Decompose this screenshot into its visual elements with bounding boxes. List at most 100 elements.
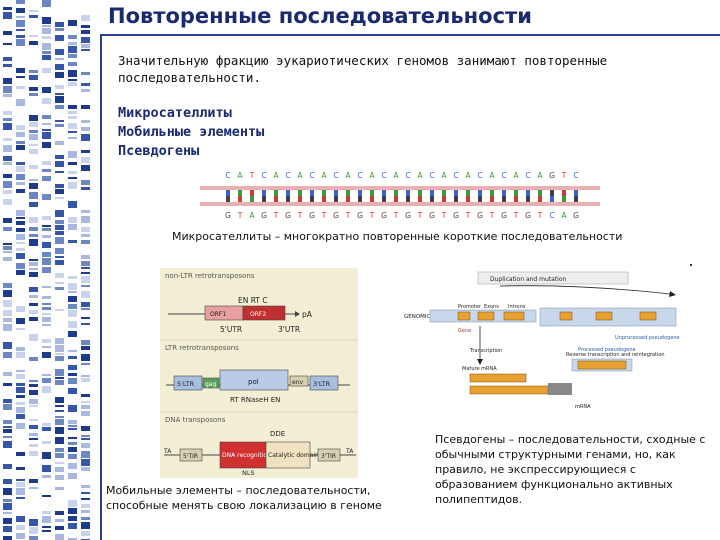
barcode-band: [68, 447, 77, 452]
seq-base-bar: [346, 190, 350, 196]
barcode-band: [42, 129, 51, 131]
barcode-band: [16, 374, 25, 379]
barcode-band: [29, 234, 38, 237]
barcode-band: [55, 225, 64, 230]
barcode-band: [68, 388, 77, 394]
section-label-dna: DNA transposons: [165, 416, 226, 424]
seq-bottom-letter: A: [561, 211, 567, 220]
gene-exon-3: [503, 311, 525, 321]
seq-base-bar: [370, 196, 374, 202]
barcode-band: [55, 437, 64, 444]
seq-base-bar: [310, 190, 314, 196]
barcode-band: [3, 7, 12, 10]
barcode-band: [81, 49, 90, 51]
seq-top-letter: C: [573, 171, 578, 180]
ltr-gag-label: gag: [205, 381, 216, 388]
barcode-band: [81, 127, 90, 131]
unprocessed-exon-1: [559, 311, 573, 321]
nonltr-orf2-label: ORF2: [250, 311, 266, 318]
barcode-band: [55, 171, 64, 173]
barcode-band: [81, 302, 90, 307]
barcode-band: [16, 352, 25, 358]
barcode-band: [81, 261, 90, 266]
barcode-band: [81, 459, 90, 466]
barcode-band: [68, 82, 77, 86]
barcode-band: [42, 516, 51, 523]
barcode-band: [81, 120, 90, 123]
barcode-band: [42, 228, 51, 231]
barcode-band: [16, 482, 25, 487]
barcode-band: [3, 499, 12, 502]
ltr-pol-box: [219, 369, 289, 391]
barcode-band: [81, 435, 90, 437]
intron-label: Introns: [508, 304, 526, 310]
barcode-band: [3, 518, 12, 524]
barcode-band: [42, 374, 51, 376]
barcode-band: [81, 485, 90, 488]
barcode-band: [29, 536, 38, 540]
barcode-band: [3, 251, 12, 253]
barcode-band: [16, 8, 25, 13]
seq-top-letter: A: [489, 171, 495, 180]
barcode-band: [16, 423, 25, 429]
barcode-band: [68, 304, 77, 309]
seq-bottom-letter: T: [417, 211, 423, 220]
seq-base-bar: [394, 190, 398, 196]
barcode-band: [3, 199, 12, 205]
seq-base-bar: [454, 196, 458, 202]
barcode-band: [68, 283, 77, 290]
barcode-band: [68, 217, 77, 223]
barcode-band: [16, 174, 25, 180]
seq-top-letter: C: [309, 171, 314, 180]
seq-top-letter: C: [525, 171, 530, 180]
dna-ta-left: TA: [163, 448, 172, 455]
intro-text: Значительную фракцию эукариотических ген…: [118, 53, 608, 85]
seq-base-bar: [454, 190, 458, 196]
barcode-band: [16, 125, 25, 130]
seq-base-bar: [262, 190, 266, 196]
barcode-band: [29, 268, 38, 270]
barcode-band: [3, 243, 12, 245]
seq-base-bar: [562, 190, 566, 196]
ltr-3ltr-box: [309, 375, 339, 391]
seq-top-letter: C: [429, 171, 434, 180]
barcode-band: [55, 467, 64, 472]
seq-base-bar: [430, 190, 434, 196]
seq-bottom-letter: G: [573, 211, 579, 220]
barcode-band: [68, 240, 77, 243]
barcode-band: [55, 35, 64, 41]
reverse-label: Reverse transcription and reintegration: [566, 352, 665, 358]
barcode-band: [42, 235, 51, 238]
barcode-band: [68, 420, 77, 424]
barcode-band: [16, 234, 25, 240]
seq-base-bar: [298, 190, 302, 196]
barcode-band: [16, 270, 25, 275]
seq-bottom-letter: C: [549, 211, 554, 220]
barcode-band: [68, 516, 77, 521]
barcode-band: [68, 296, 77, 302]
top-strand-backbone: [200, 186, 600, 190]
barcode-band: [3, 372, 12, 376]
barcode-band: [16, 76, 25, 78]
barcode-band: [55, 231, 64, 235]
barcode-band: [55, 282, 64, 284]
barcode-band: [81, 157, 90, 163]
barcode-band: [29, 519, 38, 526]
seq-top-letter: C: [477, 171, 482, 180]
barcode-band: [3, 145, 12, 152]
seq-bottom-letter: G: [501, 211, 507, 220]
seq-top-letter: A: [417, 171, 423, 180]
seq-base-bar: [310, 196, 314, 202]
barcode-band: [81, 438, 90, 440]
seq-base-bar: [538, 190, 542, 196]
barcode-band: [81, 323, 90, 325]
unprocessed-exon-3: [639, 311, 657, 321]
barcode-band: [16, 99, 25, 106]
barcode-band: [42, 317, 51, 322]
seq-base-bar: [550, 196, 554, 202]
barcode-band: [29, 380, 38, 382]
seq-base-bar: [478, 196, 482, 202]
barcode-band: [3, 488, 12, 495]
barcode-band: [16, 263, 25, 269]
barcode-band: [55, 309, 64, 311]
